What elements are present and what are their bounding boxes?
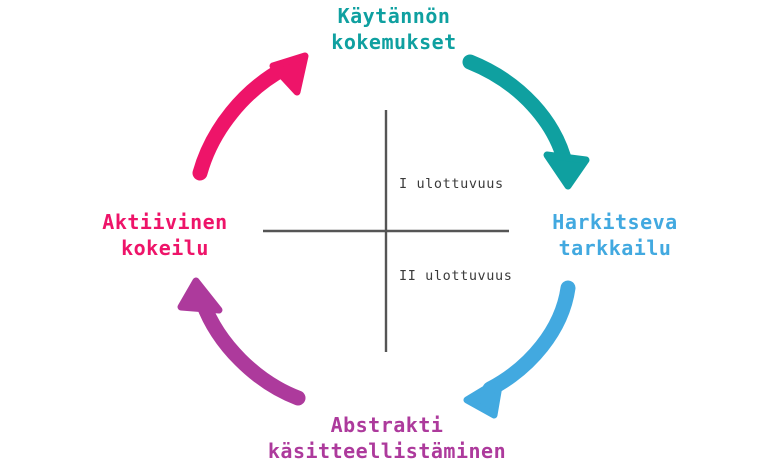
arrow-top-to-right-head xyxy=(543,151,590,190)
node-label-abstrakti-kasitteellistaminen: Abstrakti käsitteellistäminen xyxy=(267,413,507,463)
arrow-left-to-top-head xyxy=(269,52,309,96)
arrow-left-to-top xyxy=(192,52,309,181)
arrow-bottom-to-left xyxy=(177,277,306,406)
arrow-left-to-top-shaft xyxy=(192,60,293,181)
arrow-bottom-to-left-shaft xyxy=(195,295,306,406)
arrow-top-to-right-shaft xyxy=(462,54,574,174)
axis-label-dimension-two: II ulottuvuus xyxy=(399,268,513,284)
node-label-aktiivinen-kokeilu: Aktiivinen kokeilu xyxy=(102,210,228,260)
axis-label-dimension-one: I ulottuvuus xyxy=(399,176,504,192)
arrow-right-to-bottom-shaft xyxy=(482,280,576,397)
arrow-top-to-right xyxy=(462,54,590,190)
node-label-harkitseva-tarkkailu: Harkitseva tarkkailu xyxy=(552,210,678,260)
node-label-kaytannon-kokemukset: Käytännön kokemukset xyxy=(331,4,457,54)
axis-cross xyxy=(263,110,509,352)
arrow-bottom-to-left-head xyxy=(177,277,223,314)
arrow-right-to-bottom-head xyxy=(463,376,504,419)
arrow-right-to-bottom xyxy=(463,280,576,419)
